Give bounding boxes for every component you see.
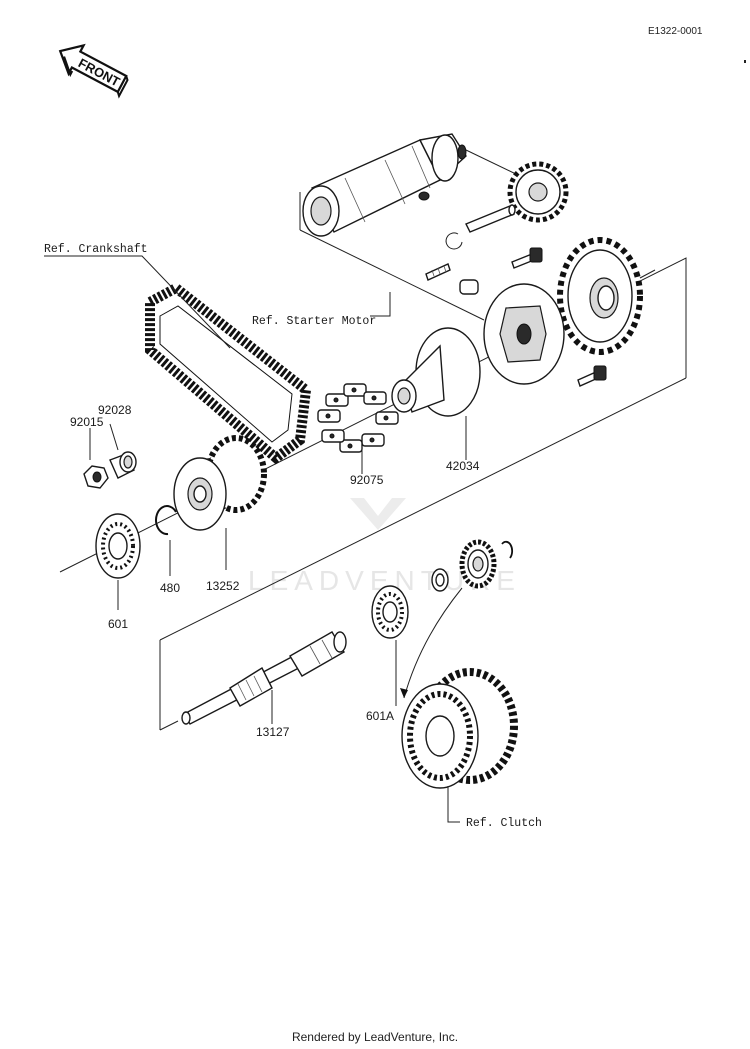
starter-clutch-gear — [557, 237, 643, 355]
circlip-right-icon — [501, 540, 514, 559]
drive-chain — [145, 282, 312, 465]
starter-clutch-housing — [483, 283, 565, 385]
gear-hub-42034 — [391, 327, 481, 417]
part-number-92075: 92075 — [350, 473, 384, 487]
mark-dot — [744, 60, 746, 63]
diagram-code: E1322-0001 — [648, 26, 703, 37]
small-gear-right — [459, 539, 497, 589]
part-number-92028: 92028 — [98, 403, 132, 417]
nut-92015 — [83, 465, 109, 489]
part-number-601: 601 — [108, 617, 128, 631]
part-number-601a: 601A — [366, 709, 394, 723]
gear-13252 — [173, 435, 267, 531]
footer-credit: Rendered by LeadVenture, Inc. — [291, 1030, 459, 1044]
screw-bottom — [577, 365, 607, 387]
part-number-13252: 13252 — [206, 579, 240, 593]
part-number-92015: 92015 — [70, 415, 104, 429]
e-clip-icon — [445, 232, 463, 250]
front-arrow-icon: FRONT — [58, 43, 129, 99]
ref-starter-motor-label: Ref. Starter Motor — [252, 315, 376, 328]
ref-crankshaft-label: Ref. Crankshaft — [44, 243, 148, 256]
clutch-gear — [401, 668, 518, 789]
ref-clutch-label: Ref. Clutch — [466, 817, 542, 830]
screw-top — [511, 247, 543, 269]
part-number-13127: 13127 — [256, 725, 290, 739]
starter-pinion-gear — [507, 161, 569, 223]
bearing-601a — [371, 585, 409, 639]
shaft-13127 — [181, 631, 347, 725]
spring-and-pin — [425, 263, 479, 295]
washer-right — [431, 568, 449, 592]
leader-lines — [44, 255, 467, 823]
collar-92028 — [109, 451, 137, 479]
starter-motor — [302, 133, 467, 237]
part-number-42034: 42034 — [446, 459, 480, 473]
roller-set-92075 — [317, 383, 399, 453]
bearing-601 — [95, 513, 141, 579]
circlip-480-icon — [155, 505, 177, 536]
part-number-480: 480 — [160, 581, 180, 595]
shaft-pin — [465, 204, 516, 233]
